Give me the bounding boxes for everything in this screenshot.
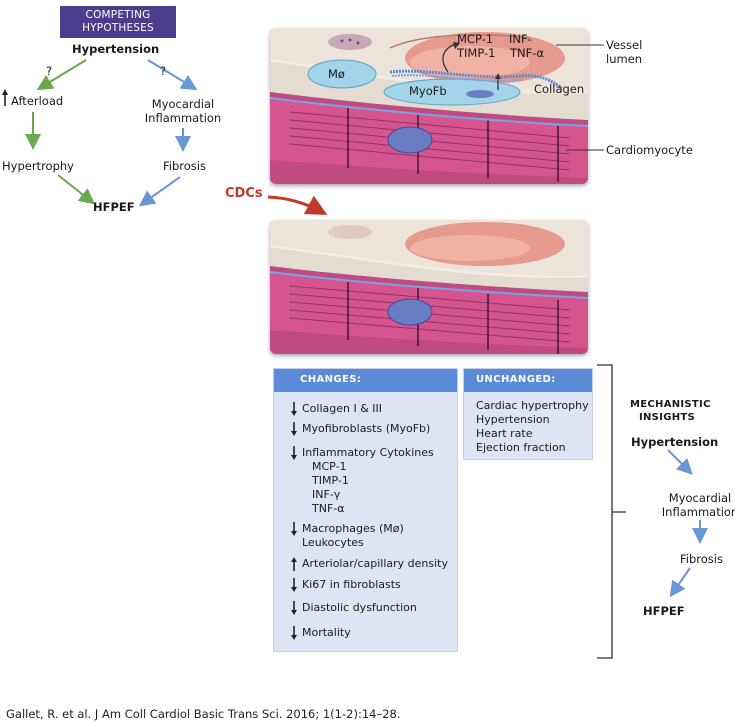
macrophage-label: Mø xyxy=(328,67,345,81)
unchanged-box: UNCHANGED: Cardiac hypertrophy Hypertens… xyxy=(463,368,593,460)
citation: Gallet, R. et al. J Am Coll Cardiol Basi… xyxy=(6,707,401,721)
arrow-mech-hypertension-to-inflammation xyxy=(667,449,693,475)
arrow-fibrosis-to-hfpef xyxy=(138,176,181,207)
vessel-lumen-label: Vessel lumen xyxy=(606,38,643,66)
myofb-label: MyoFb xyxy=(409,84,447,98)
down-arrow-icon xyxy=(291,402,297,416)
cytokine-inf-label: INF- xyxy=(509,32,532,46)
unchanged-header: UNCHANGED: xyxy=(464,369,592,392)
cardiomyocyte-label: Cardiomyocyte xyxy=(606,143,693,157)
hypertrophy-label: Hypertrophy xyxy=(2,159,74,173)
cdc-arrow xyxy=(267,195,328,215)
down-arrow-icon xyxy=(291,626,297,640)
mech-fibrosis-label: Fibrosis xyxy=(680,552,723,566)
mech-hfpef-label: HFPEF xyxy=(643,604,685,618)
arrow-hypertrophy-to-hfpef xyxy=(57,174,96,205)
unchanged-item: Hypertension xyxy=(476,413,550,426)
collagen-label: Collagen xyxy=(534,82,585,96)
arrow-mech-fibrosis-to-hfpef xyxy=(669,567,691,598)
cytokine-item: MCP-1 xyxy=(312,460,347,473)
unchanged-item: Ejection fraction xyxy=(476,441,566,454)
down-arrow-icon xyxy=(291,422,297,436)
hfpef-label: HFPEF xyxy=(93,200,135,214)
question-mark-right: ? xyxy=(160,64,167,78)
down-arrow-icon xyxy=(291,578,297,592)
mechanistic-insights-title: MECHANISTIC INSIGHTS xyxy=(630,399,711,423)
tissue-illustration-before xyxy=(270,28,588,184)
cytokine-item: TNF-α xyxy=(312,502,345,515)
tissue-illustration-after xyxy=(270,220,588,354)
vessel-lumen-pointer xyxy=(556,44,604,46)
down-arrow-icon xyxy=(291,446,297,460)
myocardial-inflammation-label: Myocardial Inflammation xyxy=(144,97,222,125)
up-arrow-icon xyxy=(291,557,297,571)
cytokine-item: INF-γ xyxy=(312,488,341,501)
down-arrow-icon xyxy=(291,522,297,536)
cdc-label: CDCs xyxy=(225,186,263,201)
cardiomyocyte-pointer xyxy=(566,149,604,151)
down-arrow-icon xyxy=(291,601,297,615)
cytokine-timp1-label: TIMP-1 xyxy=(457,46,496,60)
fibrosis-label: Fibrosis xyxy=(163,159,206,173)
hypertension-label: Hypertension xyxy=(72,42,160,56)
changes-box: CHANGES: Collagen I & III Myofibroblasts… xyxy=(273,368,458,652)
arrow-hypertension-to-inflammation xyxy=(147,59,198,91)
competing-hypotheses-header: COMPETING HYPOTHESES xyxy=(60,6,176,38)
changes-header: CHANGES: xyxy=(274,369,457,392)
cytokine-tnf-label: TNF-α xyxy=(510,46,544,60)
leukocytes-item: Leukocytes xyxy=(302,536,364,549)
question-mark-left: ? xyxy=(46,64,53,78)
mech-myocardial-inflammation-label: Myocardial Inflammation xyxy=(661,491,735,519)
mech-hypertension-label: Hypertension xyxy=(631,435,719,449)
tissue-drawing-before xyxy=(270,28,588,184)
unchanged-item: Cardiac hypertrophy xyxy=(476,399,589,412)
cytokine-mcp1-label: MCP-1 xyxy=(457,32,494,46)
tissue-drawing-after xyxy=(270,220,588,354)
cytokine-item: TIMP-1 xyxy=(312,474,349,487)
afterload-label: Afterload xyxy=(11,94,64,108)
unchanged-item: Heart rate xyxy=(476,427,533,440)
mechanistic-bracket xyxy=(597,364,613,659)
arrow-hypertension-to-afterload xyxy=(36,59,87,91)
